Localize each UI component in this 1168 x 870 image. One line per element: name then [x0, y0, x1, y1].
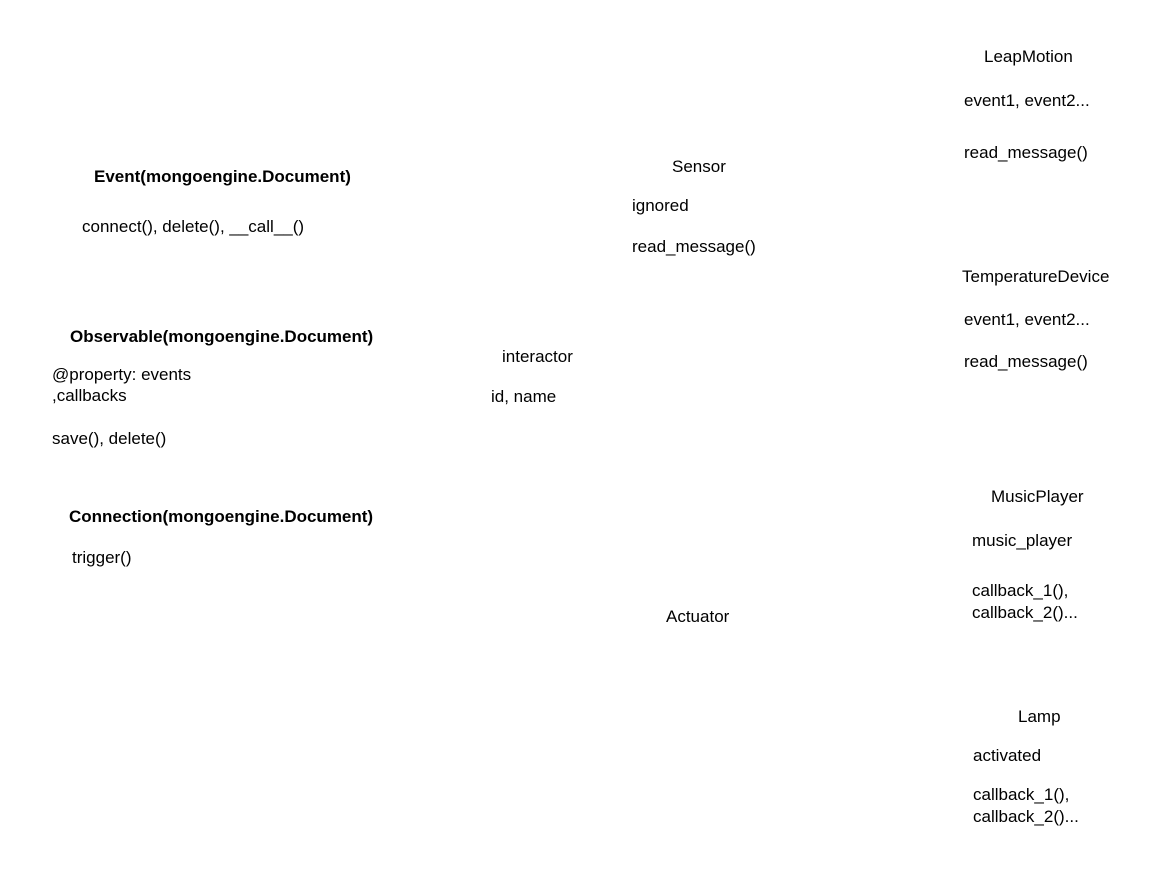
lamp-class-methods-line1: callback_1(), — [973, 785, 1070, 804]
interactor-class-name: interactor — [502, 347, 573, 366]
actuator-class-name: Actuator — [666, 607, 730, 626]
sensor-class-attributes: ignored — [632, 196, 689, 215]
music-player-class-methods-line1: callback_1(), — [972, 581, 1069, 600]
lamp-class-name: Lamp — [1018, 707, 1061, 726]
event-class-methods: connect(), delete(), __call__() — [82, 217, 305, 236]
leap-motion-class-name: LeapMotion — [984, 47, 1073, 66]
connection-class-name: Connection(mongoengine.Document) — [69, 507, 374, 526]
connection-class-methods: trigger() — [72, 548, 132, 567]
observable-class-name: Observable(mongoengine.Document) — [70, 327, 374, 346]
music-player-class-attributes: music_player — [972, 531, 1073, 550]
music-player-class-name: MusicPlayer — [991, 487, 1084, 506]
event-class-name: Event(mongoengine.Document) — [94, 167, 351, 186]
sensor-class-methods: read_message() — [632, 237, 756, 256]
temperature-device-class-attributes: event1, event2... — [964, 310, 1090, 329]
music-player-class-methods-line2: callback_2()... — [972, 603, 1078, 622]
leap-motion-class-methods: read_message() — [964, 143, 1088, 162]
leap-motion-class-attributes: event1, event2... — [964, 91, 1090, 110]
sensor-class-name: Sensor — [672, 157, 726, 176]
temperature-device-class-name: TemperatureDevice — [962, 267, 1110, 286]
observable-class-attributes-line2: ,callbacks — [52, 386, 127, 405]
lamp-class-attributes: activated — [973, 746, 1042, 765]
temperature-device-class-methods: read_message() — [964, 352, 1088, 371]
interactor-class-attributes: id, name — [491, 387, 557, 406]
lamp-class-methods-line2: callback_2()... — [973, 807, 1079, 826]
observable-class-methods: save(), delete() — [52, 429, 167, 448]
observable-class-attributes-line1: @property: events — [52, 365, 192, 384]
